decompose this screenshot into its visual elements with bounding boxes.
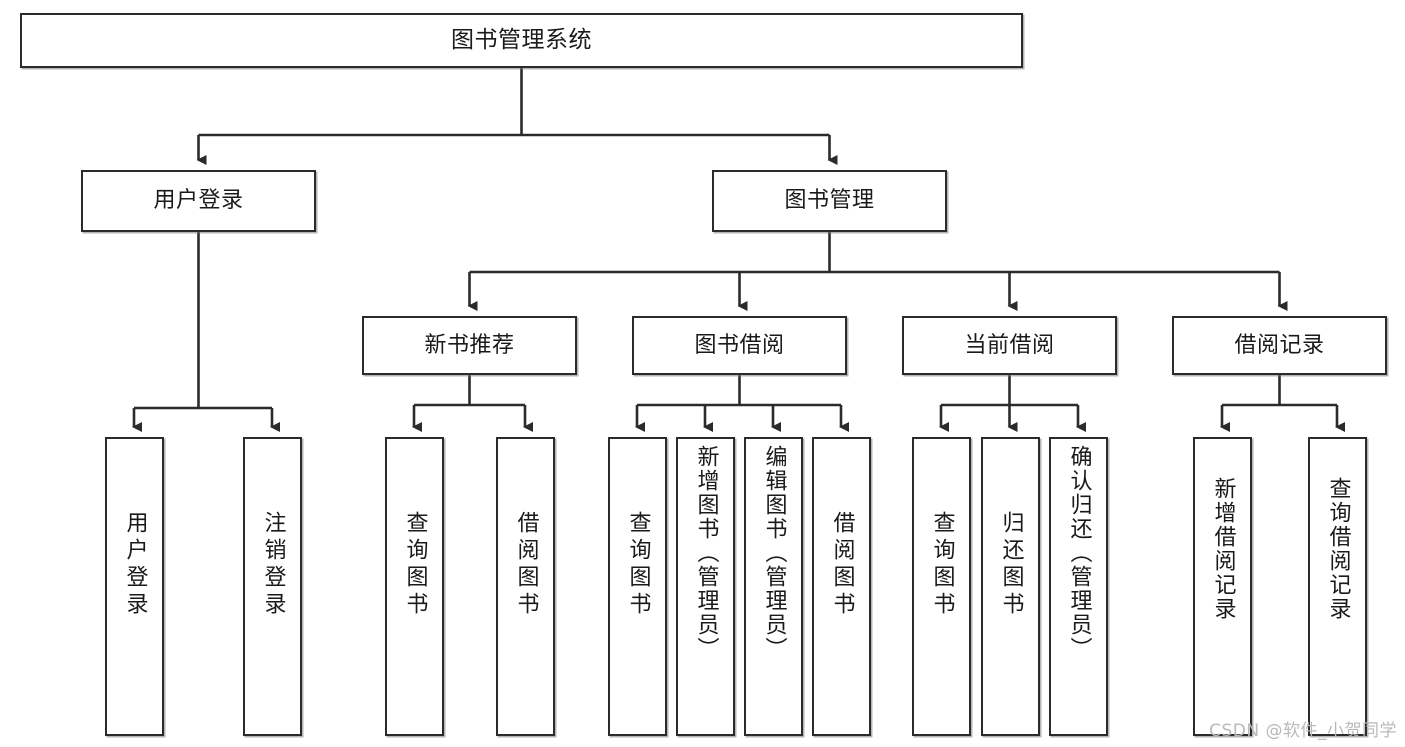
leaf-edit-book-admin[interactable]: 编辑图书（管理员） [744, 437, 803, 736]
leaf-query-book-recommend[interactable]: 查询图书 [385, 437, 444, 736]
leaf-query-borrow-record[interactable]: 查询借阅记录 [1308, 437, 1367, 736]
node-book-borrow[interactable]: 图书借阅 [632, 316, 847, 375]
leaf-borrow-book-recommend[interactable]: 借阅图书 [496, 437, 555, 736]
leaf-user-login[interactable]: 用户登录 [105, 437, 164, 736]
node-new-book-recommend[interactable]: 新书推荐 [362, 316, 577, 375]
node-label: 借阅记录 [1234, 332, 1325, 358]
node-label: 新书推荐 [424, 332, 515, 358]
node-current-borrow[interactable]: 当前借阅 [902, 316, 1117, 375]
node-book-management[interactable]: 图书管理 [712, 170, 947, 232]
node-label: 编辑图书（管理员） [761, 445, 787, 661]
node-label: 确认归还（管理员） [1066, 445, 1092, 661]
leaf-query-book-current[interactable]: 查询图书 [912, 437, 971, 736]
node-label: 归还图书 [998, 511, 1024, 619]
node-label: 查询图书 [402, 511, 428, 619]
leaf-add-borrow-record[interactable]: 新增借阅记录 [1193, 437, 1252, 736]
node-borrow-record[interactable]: 借阅记录 [1172, 316, 1387, 375]
node-label: 图书管理系统 [451, 26, 592, 53]
node-root-book-management-system[interactable]: 图书管理系统 [20, 13, 1023, 68]
node-label: 用户登录 [122, 511, 148, 619]
leaf-borrow-book[interactable]: 借阅图书 [812, 437, 871, 736]
node-label: 用户登录 [153, 188, 244, 214]
leaf-add-book-admin[interactable]: 新增图书（管理员） [676, 437, 735, 736]
node-label: 查询借阅记录 [1325, 477, 1351, 621]
leaf-return-book[interactable]: 归还图书 [981, 437, 1040, 736]
node-label: 图书借阅 [694, 332, 785, 358]
leaf-confirm-return-admin[interactable]: 确认归还（管理员） [1049, 437, 1108, 736]
node-label: 查询图书 [625, 511, 651, 619]
node-label: 查询图书 [929, 511, 955, 619]
leaf-query-book-borrow[interactable]: 查询图书 [608, 437, 667, 736]
node-label: 借阅图书 [829, 511, 855, 619]
node-label: 当前借阅 [964, 332, 1055, 358]
node-user-login[interactable]: 用户登录 [81, 170, 316, 232]
node-label: 借阅图书 [513, 511, 539, 619]
csdn-watermark: CSDN @软件_小贺同学 [1209, 721, 1397, 741]
node-label: 新增图书（管理员） [693, 445, 719, 661]
node-label: 注销登录 [260, 511, 286, 619]
node-label: 新增借阅记录 [1210, 477, 1236, 621]
leaf-logout-login[interactable]: 注销登录 [243, 437, 302, 736]
node-label: 图书管理 [784, 188, 875, 214]
